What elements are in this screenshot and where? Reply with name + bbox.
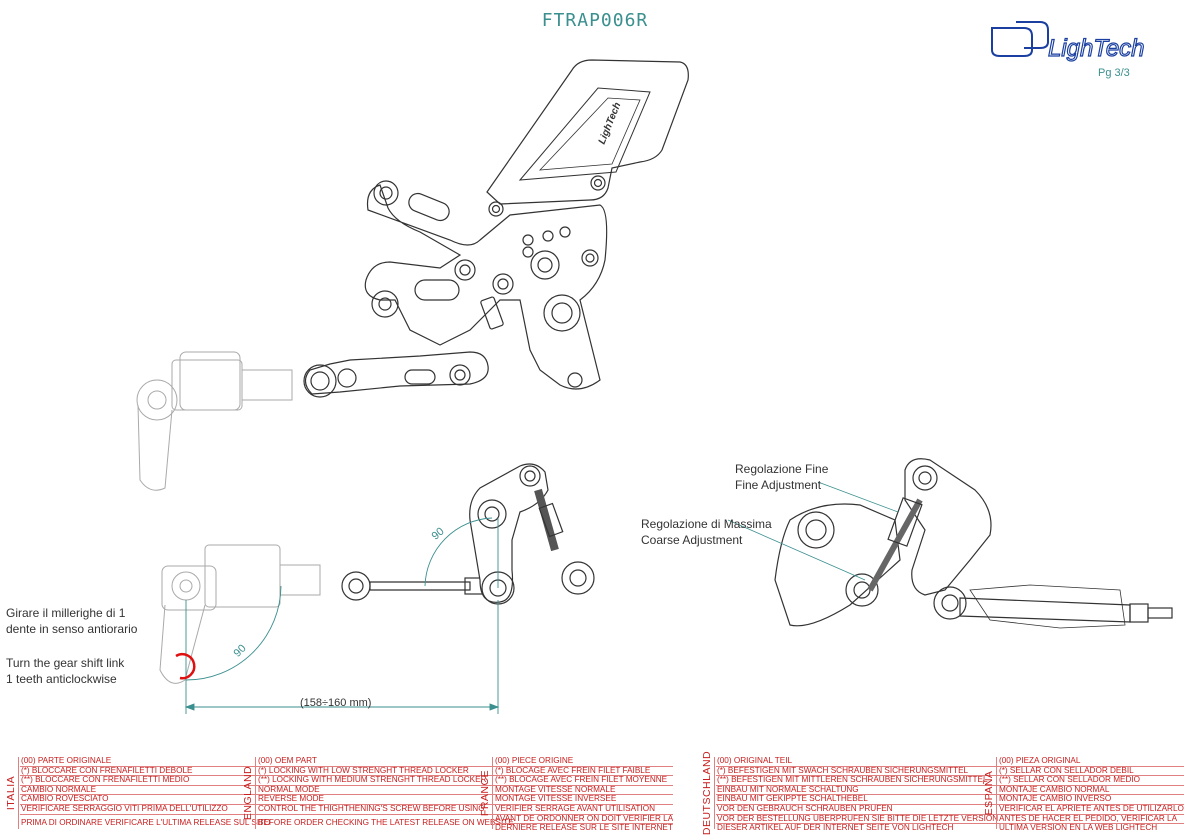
legend-line: (00) PIECE ORIGINE <box>494 757 674 767</box>
note-fine-it: Regolazione Fine <box>735 462 829 476</box>
legend-england: ENGLAND (00) OEM PART (*) LOCKING WITH L… <box>241 757 514 829</box>
note-coarse-en: Coarse Adjustment <box>641 533 743 547</box>
adjustment-view <box>774 458 1173 629</box>
legend-line: MONTAJE CAMBIO INVERSO <box>998 795 1184 805</box>
rotation-arrow <box>175 653 196 680</box>
note-coarse-it: Regolazione di Massima <box>641 517 772 531</box>
legend-lines: (00) PIEZA ORIGINAL (*) SELLAR CON SELLA… <box>998 757 1184 833</box>
legend-line: PRIMA DI ORDINARE VERIFICARE L'ULTIMA RE… <box>21 818 271 827</box>
legend-lines: (00) OEM PART (*) LOCKING WITH LOW STREN… <box>257 757 514 827</box>
heel-guard <box>486 59 689 205</box>
legend-line: ULTIMA VERSION EN LA WEB LIGHTECH <box>999 824 1158 833</box>
legend-line: MONTAGE VITESSE INVERSEE <box>494 795 674 805</box>
legend-line: VOR DEN GEBRAUCH SCHRAUBEN PRUFEN <box>716 805 999 815</box>
legend-line: VERIFICARE SERRAGGIO VITI PRIMA DELL'UTI… <box>20 805 271 815</box>
legend-line: DERNIERE RELEASE SUR LE SITE INTERNET <box>495 824 673 833</box>
legend-line: MONTAGE VITESSE NORMALE <box>494 786 674 796</box>
legend-line: MONTAJE CAMBIO NORMAL <box>998 786 1184 796</box>
legend-country-label: DEUTSCHLAND <box>701 750 713 835</box>
legend-italia: ITALIA (00) PARTE ORIGINALE (*) BLOCCARE… <box>4 757 271 829</box>
note-en-line2: 1 teeth anticlockwise <box>6 672 117 686</box>
legend-line: BEFORE ORDER CHECKING THE LATEST RELEASE… <box>258 818 514 827</box>
legend-lines: (00) ORIGINAL TEIL (*) BEFESTIGEN MIT SW… <box>716 757 999 833</box>
note-it-line2: dente in senso antiorario <box>6 622 138 636</box>
note-fine-en: Fine Adjustment <box>735 478 822 492</box>
main-bracket <box>364 184 608 390</box>
legend-line: CAMBIO NORMALE <box>20 786 271 796</box>
adjuster-bracket <box>774 503 901 627</box>
legend-lines: (00) PARTE ORIGINALE (*) BLOCCARE CON FR… <box>20 757 271 827</box>
legend-line: (*) BEFESTIGEN MIT SWACH SCHRAUBEN SICHE… <box>716 767 999 777</box>
legend-line: ANTES DE HACER EL PEDIDO, VERIFICAR LA <box>998 815 1184 825</box>
rocker-plate-right <box>904 458 992 596</box>
legend-line: (00) ORIGINAL TEIL <box>716 757 999 767</box>
shift-link-view <box>159 463 595 684</box>
legend-line: (*) LOCKING WITH LOW STRENGHT THREAD LOC… <box>257 767 514 777</box>
legend-deutschland: DEUTSCHLAND (00) ORIGINAL TEIL (*) BEFES… <box>700 751 999 835</box>
legend-line: AVANT DE ORDONNER ON DOIT VERIFIER LA <box>494 814 674 825</box>
legend-line: (**) LOCKING WITH MEDIUM STRENGHT THREAD… <box>257 776 514 786</box>
link-rod <box>480 296 504 330</box>
legend-line: (00) OEM PART <box>257 757 514 767</box>
threaded-rod <box>959 597 1131 623</box>
legend-line: DIESER ARTIKEL AUF DER INTERNET SEITE VO… <box>717 824 954 833</box>
legend-line: (*) BLOCCARE CON FRENAFILETTI DEBOLE <box>20 767 271 777</box>
note-coarse-adjustment: Regolazione di Massima Coarse Adjustment <box>641 516 772 548</box>
note-rotate-en: Turn the gear shift link 1 teeth anticlo… <box>6 655 124 687</box>
legend-line: VOR DER BESTELLUNG ÜBERPRUFEN SIE BITTE … <box>716 814 999 825</box>
svg-text:LighTech: LighTech <box>1048 35 1145 62</box>
leader-lines <box>727 481 899 581</box>
legend-line: CONTROL THE THIGHTHENING'S SCREW BEFORE … <box>257 805 514 815</box>
legend-country-label: FRANCE <box>479 769 491 817</box>
legend-line: (00) PIEZA ORIGINAL <box>998 757 1184 767</box>
note-rotate-it: Girare il millerighe di 1 dente in senso… <box>6 605 137 637</box>
drawing-code: FTRAP006R <box>541 10 649 31</box>
note-en-line1: Turn the gear shift link <box>6 656 125 670</box>
legend-line: (**) SELLAR CON SELLADOR MEDIO <box>998 776 1184 786</box>
rocker-plate <box>469 463 549 603</box>
brand-logo: LighTech <box>991 21 1145 63</box>
legend-lines: (00) PIECE ORIGINE (*) BLOCAGE AVEC FREI… <box>494 757 674 833</box>
legend-country-label: ENGLAND <box>242 765 254 821</box>
link-rod-lower <box>369 581 471 591</box>
legend-line: NORMAL MODE <box>257 786 514 796</box>
rearset-assembly-view <box>136 59 689 491</box>
legend-line: (**) BLOCCARE CON FRENAFILETTI MEDIO <box>20 776 271 786</box>
page-number: Pg 3/3 <box>1098 67 1130 79</box>
legend-line: (**) BEFESTIGEN MIT MITTLEREN SCHRAUBEN … <box>716 776 999 786</box>
legend-line: (*) SELLAR CON SELLADOR DEBIL <box>998 767 1184 777</box>
length-label: (158÷160 mm) <box>300 697 372 709</box>
legend-line: (**) BLOCAGE AVEC FREIN FILET MOYENNE <box>494 776 674 786</box>
shift-arm <box>304 351 489 395</box>
legend-line: VERIFICAR EL APRIETE ANTES DE UTILIZARLO <box>998 804 1184 815</box>
legend-line: VERIFIER SERRAGE AVANT UTILISATION <box>494 805 674 815</box>
legend-line: (00) PARTE ORIGINALE <box>20 757 271 767</box>
dimension-lines <box>184 517 500 714</box>
legend-line: REVERSE MODE <box>257 795 514 805</box>
legend-line: EINBAU MIT NORMALE SCHALTUNG <box>716 786 999 796</box>
legend-france: FRANCE (00) PIECE ORIGINE (*) BLOCAGE AV… <box>478 757 688 832</box>
legend-line: CAMBIO ROVESCIATO <box>20 795 271 805</box>
legend-country-label: ITALIA <box>5 775 17 811</box>
note-it-line1: Girare il millerighe di 1 <box>6 606 126 620</box>
legend-line: (*) BLOCAGE AVEC FREIN FILET FAIBLE <box>494 767 674 777</box>
legend-country-label: ESPAÑA <box>983 770 995 816</box>
legend-line: EINBAU MIT GEKIPPTE SCHALTHEBEL <box>716 795 999 805</box>
note-fine-adjustment: Regolazione Fine Fine Adjustment <box>735 461 828 493</box>
legend-espana: ESPAÑA (00) PIEZA ORIGINAL (*) SELLAR CO… <box>982 757 1186 832</box>
